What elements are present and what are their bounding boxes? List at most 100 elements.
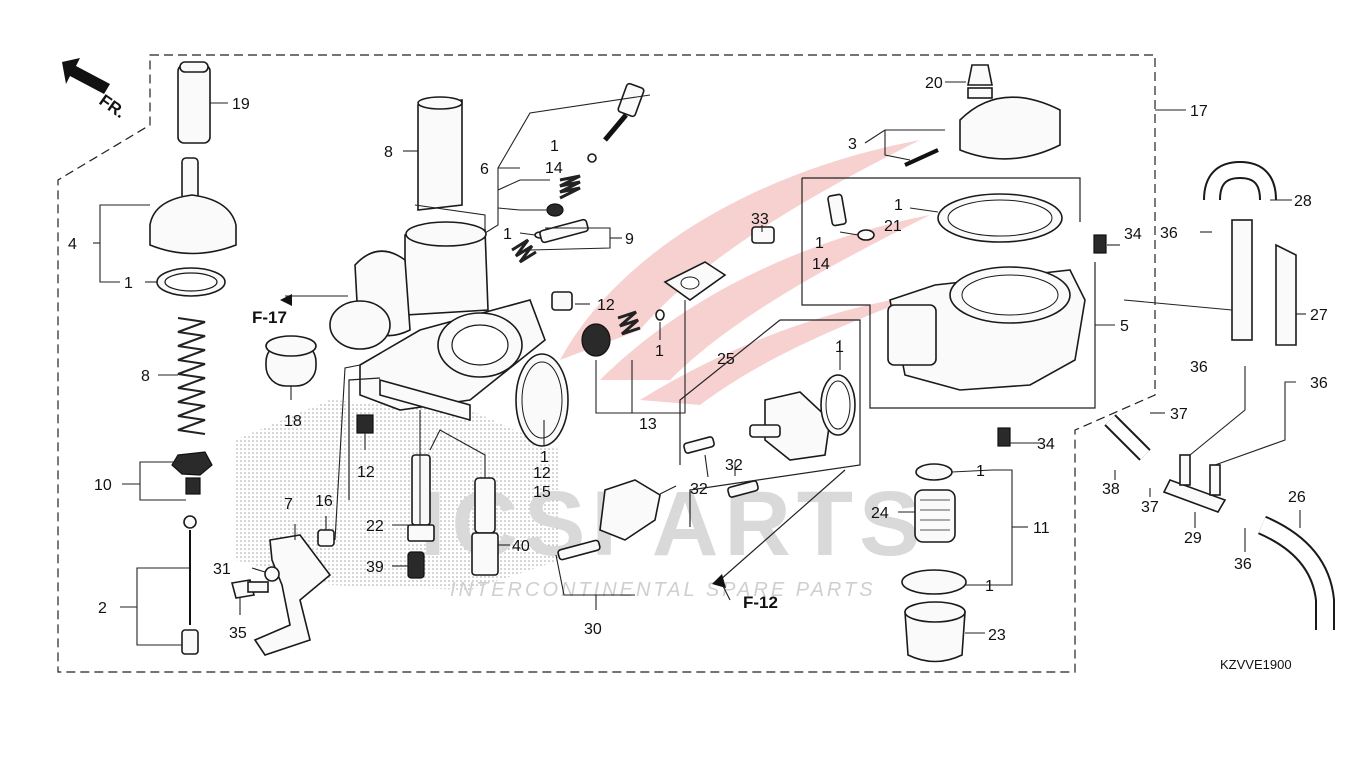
callout-25: 25 (717, 351, 735, 368)
cap-23 (904, 601, 966, 663)
f12-arrow-icon (712, 574, 726, 588)
callout-1j: 1 (985, 578, 994, 595)
callout-32a: 32 (725, 457, 743, 474)
callout-12c: 12 (357, 464, 375, 481)
callout-38: 38 (1102, 481, 1120, 498)
callout-34a: 34 (1124, 226, 1142, 243)
t-fitting-29 (1162, 454, 1227, 513)
callout-8b: 8 (141, 368, 150, 385)
callout-14b: 14 (812, 256, 830, 273)
callout-13: 13 (639, 416, 657, 433)
tube-27 (1275, 243, 1297, 346)
gasket-large (515, 353, 569, 447)
reference-f17: F-17 (252, 308, 287, 327)
callout-17: 17 (1190, 103, 1208, 120)
callout-28: 28 (1294, 193, 1312, 210)
slow-jet-40 (471, 477, 499, 576)
bolt-32 (683, 436, 759, 498)
washer-31 (264, 566, 280, 582)
callout-24: 24 (871, 505, 889, 522)
top-cover-3 (904, 96, 1061, 167)
drain-screw-39 (407, 551, 425, 579)
pilot-screw-6 (603, 82, 645, 142)
callout-8a: 8 (384, 144, 393, 161)
callout-36a: 36 (1160, 225, 1178, 242)
accelerator-pump-25 (749, 374, 856, 461)
main-jet-22 (407, 454, 435, 542)
jet-needle-2 (181, 515, 199, 655)
callout-2: 2 (98, 600, 107, 617)
callout-37a: 37 (1170, 406, 1188, 423)
callout-7: 7 (284, 496, 293, 513)
callout-1a: 1 (124, 275, 133, 292)
screw-14b (827, 193, 875, 241)
callout-19: 19 (232, 96, 250, 113)
bolt-35 (231, 579, 269, 599)
cap-19 (177, 61, 211, 144)
callout-1b: 1 (550, 138, 559, 155)
callout-30: 30 (584, 621, 602, 638)
washer-small (546, 203, 564, 217)
callout-1f: 1 (835, 339, 844, 356)
callout-1e: 1 (540, 449, 549, 466)
callout-18: 18 (284, 413, 302, 430)
callout-12b: 12 (533, 465, 551, 482)
callout-9: 9 (625, 231, 634, 248)
top-cap-4 (149, 157, 237, 255)
callout-1c: 1 (503, 226, 512, 243)
callout-26: 26 (1288, 489, 1306, 506)
spring-8 (177, 317, 206, 435)
front-arrow-icon (62, 58, 110, 94)
filter-24 (914, 489, 956, 543)
screw-34b (997, 427, 1011, 447)
callout-20: 20 (925, 75, 943, 92)
screw-16 (317, 529, 335, 547)
throttle-valve-8 (417, 96, 463, 211)
callout-27: 27 (1310, 307, 1328, 324)
reference-f12: F-12 (743, 593, 778, 612)
gasket-1j (901, 569, 967, 595)
callout-6: 6 (480, 161, 489, 178)
cover-plate-33 (663, 226, 775, 301)
callout-11: 11 (1033, 520, 1050, 537)
hose-28 (1203, 160, 1277, 341)
callout-34b: 34 (1037, 436, 1055, 453)
callout-35: 35 (229, 625, 247, 642)
callout-36d: 36 (1234, 556, 1252, 573)
callout-14a: 14 (545, 160, 563, 177)
vent-cap-20 (967, 64, 993, 99)
callout-23: 23 (988, 627, 1006, 644)
leader-lines (93, 81, 1306, 646)
float-chamber-5 (887, 266, 1086, 391)
callout-21: 21 (884, 218, 902, 235)
callout-29: 29 (1184, 530, 1202, 547)
callout-10: 10 (94, 477, 112, 494)
callout-32b: 32 (690, 481, 708, 498)
callout-36c: 36 (1310, 375, 1328, 392)
f17-arrow-icon (280, 294, 292, 306)
clip-12 (356, 414, 374, 434)
callout-1h: 1 (815, 235, 824, 252)
callout-22: 22 (366, 518, 384, 535)
callout-1i: 1 (976, 463, 985, 480)
callout-15: 15 (533, 484, 551, 501)
lever-30 (557, 479, 661, 561)
hose-26 (1257, 515, 1335, 630)
callout-37b: 37 (1141, 499, 1159, 516)
callout-1d: 1 (655, 343, 664, 360)
screw-34a (1093, 234, 1107, 254)
needle-holder-10 (171, 451, 213, 495)
callout-12a: 12 (597, 297, 615, 314)
callout-3: 3 (848, 136, 857, 153)
watermark-title: ICSPARTS (420, 473, 926, 575)
screw-9 (511, 218, 589, 264)
choke-cap-18 (265, 335, 317, 387)
callout-39: 39 (366, 559, 384, 576)
spring-small (559, 174, 581, 200)
diagram-code: KZVVE1900 (1220, 657, 1292, 672)
callout-labels: 19 8 4 1 8 10 2 6 1 14 1 9 12 1 13 1 12 … (68, 75, 1328, 644)
callout-33: 33 (751, 211, 769, 228)
callout-31: 31 (213, 561, 231, 578)
assembly-frame (57, 54, 1156, 673)
